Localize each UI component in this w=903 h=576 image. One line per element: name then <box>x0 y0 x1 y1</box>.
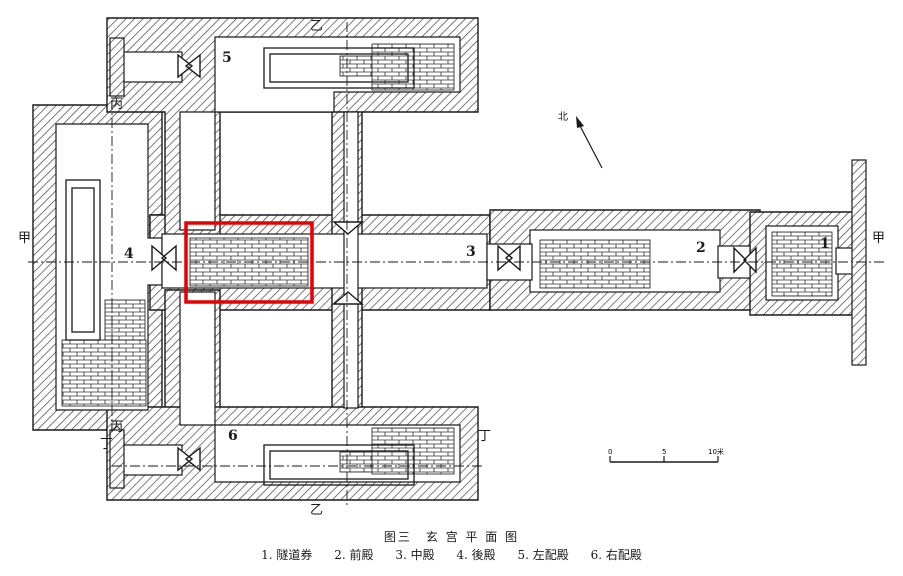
section-mark-yi-top: 乙 <box>310 19 323 34</box>
cross-corridor-interior <box>343 111 359 409</box>
room-number-6: 6 <box>228 428 238 444</box>
right-side-hall-platform <box>263 444 415 486</box>
north-label: 北 <box>558 111 568 123</box>
room-number-3: 3 <box>466 244 476 260</box>
legend-item-2: 2. 前殿 <box>334 548 374 562</box>
door-right-side-hall <box>177 446 201 472</box>
tunnel-brick-floor <box>771 231 833 297</box>
door-cross-north <box>332 221 364 235</box>
legend-item-5: 5. 左配殿 <box>517 548 569 562</box>
section-mark-jia-left: 甲 <box>18 231 31 246</box>
figure-legend: 1. 隧道券 2. 前殿 3. 中殿 4. 後殿 5. 左配殿 6. 右配殿 <box>0 546 903 563</box>
scale-tick-0: 0 <box>608 448 612 456</box>
section-mark-jia-right: 甲 <box>872 231 885 246</box>
room-number-5: 5 <box>222 50 232 66</box>
door-cross-south <box>332 291 364 305</box>
figure-title: 图三 玄 宫 平 面 图 <box>383 530 520 544</box>
left-side-hall-platform <box>263 47 415 89</box>
section-lines <box>28 22 885 505</box>
outer-walls <box>109 37 867 489</box>
section-mark-bing-bottom: 丙 <box>110 420 123 435</box>
highlight-box <box>184 221 314 304</box>
legend-item-3: 3. 中殿 <box>395 548 435 562</box>
scale-tick-10: 10米 <box>708 447 724 456</box>
scale-tick-5: 5 <box>662 448 666 456</box>
stone-doors <box>151 53 757 472</box>
legend-item-6: 6. 右配殿 <box>590 548 642 562</box>
tomb-floor-plan: 甲 甲 乙 乙 丙 丙 丁 丁 1 2 3 4 5 6 北 0 5 10米 <box>18 17 885 518</box>
door-front-hall <box>733 246 757 274</box>
door-central-hall <box>497 244 521 272</box>
rear-hall-brick-floor <box>61 339 147 407</box>
coffin-platforms <box>65 47 415 486</box>
north-arrow-icon: 北 <box>558 111 603 169</box>
room-number-2: 2 <box>696 240 706 256</box>
legend-item-1: 1. 隧道券 <box>261 548 313 562</box>
door-rear-hall <box>151 244 177 272</box>
section-mark-bing-top: 丙 <box>110 97 123 112</box>
section-mark-ding-right: 丁 <box>478 429 491 444</box>
door-left-side-hall <box>177 53 201 79</box>
section-mark-ding-left: 丁 <box>100 437 113 452</box>
section-mark-yi-bottom: 乙 <box>310 503 323 518</box>
front-hall-brick-floor <box>539 239 651 289</box>
room-number-1: 1 <box>820 236 830 252</box>
rear-hall-platform <box>65 179 101 341</box>
legend-item-4: 4. 後殿 <box>456 548 496 562</box>
scale-bar: 0 5 10米 <box>608 447 724 463</box>
room-number-4: 4 <box>124 246 134 262</box>
